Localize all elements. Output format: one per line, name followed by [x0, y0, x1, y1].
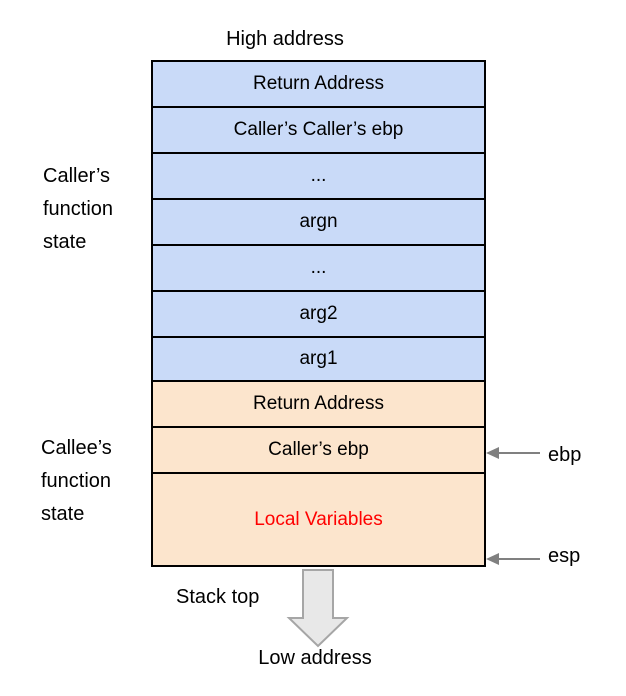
stack-cell-ellipsis-2: ...	[153, 246, 484, 292]
esp-arrow-icon	[486, 553, 540, 565]
stack-cell-arg2: arg2	[153, 292, 484, 338]
high-address-label: High address	[226, 28, 344, 50]
caller-function-state-label: Caller’s function state	[43, 165, 114, 253]
stack-top-label: Stack top	[176, 586, 260, 608]
stack-cell-ellipsis-1: ...	[153, 154, 484, 200]
ebp-register-label: ebp	[548, 444, 582, 466]
stack-box: Return Address Caller’s Caller’s ebp ...…	[151, 60, 486, 567]
stack-cell-callers-ebp: Caller’s ebp	[153, 428, 484, 474]
ebp-arrow-icon	[486, 447, 540, 459]
low-address-label: Low address	[258, 647, 372, 669]
stack-growth-arrow-icon	[286, 569, 350, 648]
esp-register-label: esp	[548, 545, 581, 567]
stack-cell-argn: argn	[153, 200, 484, 246]
stack-cell-return-address-callee: Return Address	[153, 382, 484, 428]
stack-cell-local-variables: Local Variables	[153, 474, 484, 565]
callee-function-state-label: Callee’s function state	[41, 437, 112, 525]
stack-cell-callers-callers-ebp: Caller’s Caller’s ebp	[153, 108, 484, 154]
stack-cell-return-address-caller: Return Address	[153, 62, 484, 108]
stack-cell-arg1: arg1	[153, 338, 484, 382]
